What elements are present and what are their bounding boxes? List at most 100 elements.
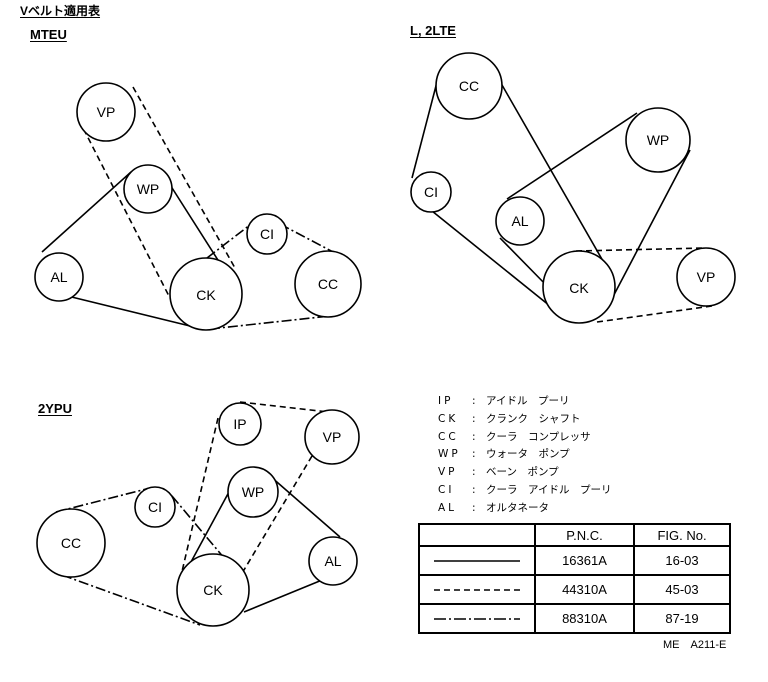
header-fig-no: FIG. No.	[633, 523, 731, 547]
mteu-pulley-cc	[294, 250, 362, 318]
l2lte-belt-dashed-seg	[596, 305, 713, 323]
ypu-pulley-cc	[36, 508, 106, 578]
l2lte-pulley-cc	[435, 52, 503, 120]
legend-row-cc: CC:クーラ コンプレッサ	[438, 429, 611, 447]
document-title: Vベルト適用表	[20, 4, 101, 18]
ypu-pulley-ck	[176, 553, 250, 627]
table-row: 88310A 87-19	[418, 603, 731, 634]
mteu-label-al: AL	[50, 269, 67, 285]
mteu-pulley-al	[34, 252, 84, 302]
mteu-label-wp: WP	[137, 181, 160, 197]
legend-row-vp: VP:ベーン ポンプ	[438, 464, 611, 482]
l2lte-label-ck: CK	[569, 280, 589, 296]
ypu-pulley-ci	[134, 486, 176, 528]
legend-code: AL	[438, 501, 458, 514]
legend-row-ip: IP:アイドル プーリ	[438, 393, 611, 411]
ypu-belt-solid-seg	[269, 475, 341, 538]
ypu-belt-dashed-seg	[239, 401, 338, 414]
l2lte-label-ci: CI	[424, 184, 438, 200]
ypu-label-ip: IP	[233, 416, 246, 432]
ypu-label-vp: VP	[323, 429, 342, 445]
pnc-cell: 88310A	[534, 603, 635, 634]
l2lte-pulley-wp	[625, 107, 691, 173]
legend-code: CI	[438, 483, 455, 496]
ypu-belts	[55, 401, 341, 626]
legend-desc: ベーン ポンプ	[486, 466, 559, 479]
mteu-belt-dashed-seg	[132, 86, 236, 269]
legend-code: CC	[438, 430, 459, 443]
ypu-label-cc: CC	[61, 535, 81, 551]
l2lte-label-wp: WP	[647, 132, 670, 148]
l2lte-belt-solid-seg	[497, 77, 608, 269]
ypu-belt-dashdot-seg	[61, 574, 201, 626]
ypu-belt-dashed-seg	[179, 417, 219, 581]
mteu-pulley-wp	[123, 164, 173, 214]
ypu-label-wp: WP	[242, 484, 265, 500]
l2lte-belt-dashed-seg	[575, 247, 706, 252]
ypu-belt-dashdot-seg	[55, 487, 151, 513]
ypu-pulley-ip	[218, 402, 262, 446]
legend-desc: ウォータ ポンプ	[486, 448, 570, 461]
ypu-label-al: AL	[324, 553, 341, 569]
line-sample-dashdot	[418, 603, 536, 634]
header-pnc: P.N.C.	[534, 523, 635, 547]
l2lte-label-vp: VP	[697, 269, 716, 285]
mteu-label-ck: CK	[196, 287, 216, 303]
l2lte-pulley-ci	[410, 171, 452, 213]
ypu-pulley-vp	[304, 409, 360, 465]
l2lte-belt-solid-seg	[499, 237, 551, 290]
table-row: 16361A 16-03	[418, 545, 731, 576]
table-row: 44310A 45-03	[418, 574, 731, 605]
l2lte-belt-solid-seg	[411, 81, 438, 179]
legend-code: CK	[438, 412, 459, 425]
mteu-label-cc: CC	[318, 276, 338, 292]
pnc-table: P.N.C. FIG. No. 16361A 16-03 44310A 45-0…	[418, 523, 731, 634]
ypu-belt-dashdot-seg	[171, 495, 231, 566]
mteu-label-vp: VP	[97, 104, 116, 120]
line-sample-dashed	[418, 574, 536, 605]
l2lte-pulley-vp	[676, 247, 736, 307]
mteu-pulley-ck	[169, 257, 243, 331]
ypu-pulley-al	[308, 536, 358, 586]
legend-desc: オルタネータ	[486, 501, 549, 514]
l2lte-pulley-ck	[542, 250, 616, 324]
fig-cell: 45-03	[633, 574, 731, 605]
l2lte-belt-solid-seg	[506, 112, 638, 200]
legend-code: VP	[438, 466, 458, 479]
legend-desc: クーラ コンプレッサ	[486, 430, 591, 443]
mteu-belt-dashdot-seg	[279, 223, 338, 255]
pnc-cell: 44310A	[534, 574, 635, 605]
legend-code: IP	[438, 395, 454, 407]
legend-row-ci: CI:クーラ アイドル プーリ	[438, 482, 611, 500]
mteu-pulley-ci	[246, 213, 288, 255]
pnc-table-header: P.N.C. FIG. No.	[418, 523, 731, 547]
l2lte-pulley-al	[495, 196, 545, 246]
line-sample-solid	[418, 545, 536, 576]
l2lte-belt-solid-seg	[431, 210, 551, 307]
section-title-l2lte: L, 2LTE	[410, 23, 456, 38]
legend-row-wp: WP:ウォータ ポンプ	[438, 446, 611, 464]
legend-desc: アイドル プーリ	[486, 395, 570, 407]
ypu-label-ck: CK	[203, 582, 223, 598]
ypu-pulley-wp	[227, 466, 279, 518]
l2lte-label-al: AL	[511, 213, 528, 229]
section-title-mteu: MTEU	[30, 27, 67, 42]
mteu-pulley-vp	[76, 82, 136, 142]
ypu-belt-dashed-seg	[237, 455, 313, 581]
pulley-legend: IP:アイドル プーリ CK:クランク シャフト CC:クーラ コンプレッサ W…	[438, 393, 611, 518]
ypu-label-ci: CI	[148, 499, 162, 515]
fig-cell: 87-19	[633, 603, 731, 634]
ypu-belt-solid-seg	[243, 577, 328, 613]
mteu-belt-solid-seg	[41, 171, 132, 253]
legend-desc: クーラ アイドル プーリ	[486, 483, 612, 496]
fig-cell: 16-03	[633, 545, 731, 576]
l2lte-label-cc: CC	[459, 78, 479, 94]
l2lte-belt-solid-seg	[605, 149, 691, 311]
mteu-belt-dashdot-seg	[209, 315, 331, 330]
mteu-belt-dashed-seg	[78, 119, 173, 303]
legend-code: WP	[438, 448, 461, 461]
section-title-2ypu: 2YPU	[38, 401, 72, 416]
legend-row-ck: CK:クランク シャフト	[438, 411, 611, 429]
l2lte-belts	[411, 77, 713, 323]
